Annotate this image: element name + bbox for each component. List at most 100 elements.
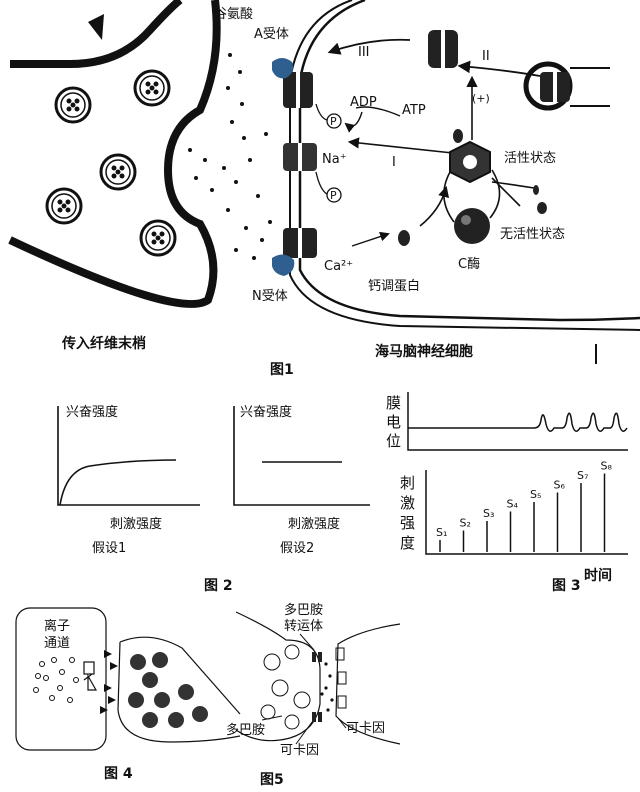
afferent-terminal-membrane xyxy=(8,0,221,308)
h1-curve xyxy=(59,459,177,506)
h1-xlabel: 刺激强度 xyxy=(110,516,162,532)
phosphate-2 xyxy=(326,187,342,203)
glutamate-molecules xyxy=(188,53,272,260)
calmodulin-label: 钙调蛋白 xyxy=(368,278,420,294)
arrow-iii xyxy=(327,38,411,55)
figure-5-caption: 图5 xyxy=(260,772,284,788)
ion-channel-label-2: 通道 xyxy=(44,636,70,651)
enzyme-c-inactive xyxy=(454,208,490,244)
phosphate-hook-1 xyxy=(315,103,328,121)
h1-ylabel: 兴奋强度 xyxy=(66,404,118,420)
inactive-state-label: 无活性状态 xyxy=(500,227,565,242)
dopamine-transporter-label-2: 转运体 xyxy=(284,619,323,634)
phosphate-1 xyxy=(326,113,342,129)
stimulus-label: S₇ xyxy=(577,469,588,482)
fig5-postsynaptic-cell xyxy=(335,623,401,745)
h2-name: 假设2 xyxy=(280,541,314,556)
na-channel xyxy=(283,143,317,171)
na-label: Na⁺ xyxy=(322,152,347,167)
roman-iii-label: III xyxy=(358,45,370,60)
arrow-i xyxy=(347,137,463,155)
figure-1: P P xyxy=(8,0,640,378)
n-receptor-channel xyxy=(272,228,317,276)
afferent-terminal-label: 传入纤维末梢 xyxy=(61,335,146,352)
figure-2: 兴奋强度 刺激强度 假设1 兴奋强度 刺激强度 假设2 图 2 xyxy=(57,404,370,594)
stimulus-label: S₄ xyxy=(507,498,519,511)
arrow-active-loop xyxy=(491,177,535,207)
calmodulin-shape xyxy=(398,230,410,246)
phospho-product-1 xyxy=(533,185,539,195)
glutamate-label: 谷氨酸 xyxy=(214,7,253,22)
enzyme-c-active xyxy=(449,129,491,184)
figure-5: 多巴胺 转运体 多巴胺 可卡因 可卡因 图5 xyxy=(226,602,401,788)
fig3-top-ylabel-3: 位 xyxy=(386,432,401,450)
a-receptor xyxy=(272,58,294,79)
phosphate-hook-2 xyxy=(315,171,328,195)
membrane-potential-trace xyxy=(408,412,628,432)
fig3-bottom-ylabel-4: 度 xyxy=(400,534,415,552)
vesicle xyxy=(54,86,92,124)
fig4-neurotransmitter-triangles xyxy=(100,650,118,714)
n-receptor xyxy=(272,254,295,276)
cocaine-left-label: 可卡因 xyxy=(280,743,319,758)
fig4-ions xyxy=(33,657,79,703)
h2-axes xyxy=(233,406,370,506)
time-axis-label: 时间 xyxy=(584,567,612,584)
channel-ii xyxy=(428,30,458,68)
figure-2-caption: 图 2 xyxy=(204,578,233,594)
fig5-vesicles xyxy=(260,644,311,730)
figure-4: 离子 通道 图 4 xyxy=(15,607,241,782)
vesicle-receptor-right xyxy=(523,61,610,111)
enzyme-c-label: C酶 xyxy=(458,256,480,272)
stimulus-label: S₆ xyxy=(554,479,566,492)
figure-3-caption: 图 3 xyxy=(552,578,581,594)
fig5-dopamine-molecules xyxy=(320,662,334,712)
fig5-receptors xyxy=(335,647,347,709)
fig4-ion-channel xyxy=(83,661,98,691)
fig3-bottom-ylabel-3: 强 xyxy=(400,514,415,532)
h2-ylabel: 兴奋强度 xyxy=(240,404,292,420)
phospho-product-2 xyxy=(537,202,547,214)
fig3-top-ylabel-1: 膜 xyxy=(386,394,401,412)
terminal-edge-shadow xyxy=(88,14,104,40)
fig5-presynaptic-terminal xyxy=(235,611,321,742)
roman-ii-label: II xyxy=(482,49,490,64)
roman-i-label: I xyxy=(392,155,396,170)
vesicle xyxy=(45,187,83,225)
active-state-label: 活性状态 xyxy=(504,151,556,166)
plus-label: (+) xyxy=(472,92,490,105)
stimulus-label: S₃ xyxy=(483,507,494,520)
arrow-atp-adp xyxy=(355,106,401,117)
fig5-transporter-arrow xyxy=(299,633,315,651)
fig3-top-ylabel: 膜 电 位 xyxy=(386,394,401,450)
arrow-calmodulin-enzyme xyxy=(419,185,450,227)
phosphate-1-label: P xyxy=(330,115,337,128)
ca-label: Ca²⁺ xyxy=(324,259,353,274)
fig3-bottom-ylabel-2: 激 xyxy=(400,494,415,512)
figure-4-caption: 图 4 xyxy=(104,766,133,782)
h2-xlabel: 刺激强度 xyxy=(288,516,340,532)
h1-axes xyxy=(57,406,200,506)
fig5-cocaine-arrow-right xyxy=(337,717,347,729)
a-receptor-channel xyxy=(272,58,313,108)
enzyme-cycle-left xyxy=(443,171,455,223)
arrow-ca-calmodulin xyxy=(351,231,390,247)
dopamine-transporter-label-1: 多巴胺 xyxy=(284,602,323,618)
figure-1-caption: 图1 xyxy=(270,362,294,378)
enzyme-cycle-right xyxy=(489,169,501,219)
vesicle xyxy=(99,153,137,191)
fig4-postsynaptic-cell xyxy=(117,636,241,743)
stimulus-label: S₈ xyxy=(601,460,613,473)
hippocampal-neuron-outer xyxy=(289,0,640,331)
fig3-top-axes xyxy=(407,392,628,451)
stimulus-label: S₅ xyxy=(530,488,541,501)
fig4-vesicles xyxy=(128,652,208,728)
hippocampal-neuron-label: 海马脑神经细胞 xyxy=(375,343,473,360)
synaptic-vesicles xyxy=(45,69,177,257)
phosphate-2-label: P xyxy=(330,189,337,202)
vesicle xyxy=(139,219,177,257)
